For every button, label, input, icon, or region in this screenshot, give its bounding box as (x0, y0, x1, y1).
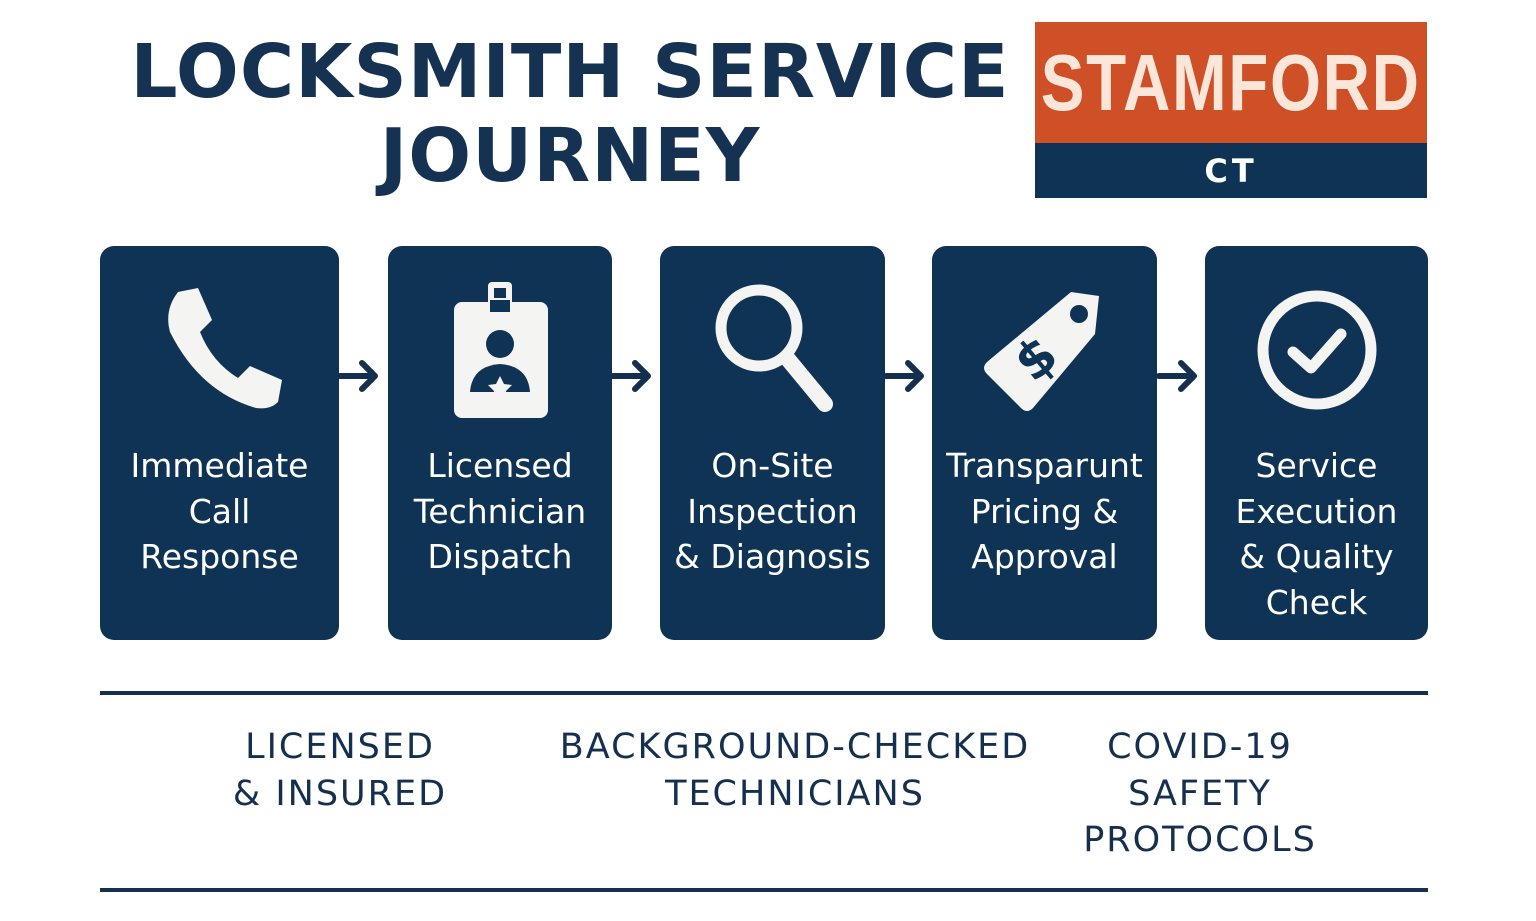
magnifier-icon (660, 280, 885, 420)
step-label-line: & Quality (1239, 537, 1394, 576)
feature-line: SAFETY (1128, 773, 1272, 814)
feature-line: LICENSED (245, 727, 435, 767)
step-label-line: Technician (413, 491, 587, 531)
step-label: Transparunt Pricing & Approval (936, 443, 1153, 580)
step-label-line: Dispatch (427, 537, 573, 576)
price-tag-icon: $ (932, 280, 1157, 420)
page-title: LOCKSMITH SERVICE JOURNEY (100, 30, 1040, 198)
step-label-line: Inspection (687, 491, 858, 531)
step-label-line: & Diagnosis (674, 537, 871, 576)
step-label: On-Site Inspection & Diagnosis (664, 443, 881, 580)
step-label-line: Service (1255, 446, 1378, 485)
feature-line: BACKGROUND-CHECKED (559, 727, 1031, 767)
arrow-right-icon (338, 360, 378, 392)
arrow-right-icon (1157, 360, 1197, 392)
title-line-2: JOURNEY (379, 113, 761, 199)
check-circle-icon (1205, 280, 1428, 420)
step-label: Service Execution & Quality Check (1209, 443, 1424, 625)
location-badge: STAMFORD CT (1035, 22, 1427, 198)
step-label-line: Transparunt (946, 446, 1143, 485)
step-label: Licensed Technician Dispatch (392, 443, 608, 580)
step-card-call-response: Immediate Call Response (100, 246, 339, 640)
divider-bottom (100, 888, 1428, 892)
badge-city: STAMFORD (1035, 22, 1427, 143)
id-badge-icon (388, 280, 612, 420)
feature-line: COVID-19 (1107, 727, 1293, 767)
step-label-line: Pricing & (970, 491, 1119, 531)
step-label: Immediate Call Response (104, 443, 335, 580)
badge-state: CT (1035, 143, 1427, 198)
feature-licensed-insured: LICENSED & INSURED (190, 724, 490, 817)
step-card-technician-dispatch: Licensed Technician Dispatch (388, 246, 612, 640)
step-label-line: Check (1265, 582, 1368, 622)
step-label-line: Response (140, 537, 299, 576)
feature-line: PROTOCOLS (1083, 820, 1317, 860)
step-label-line: On-Site (711, 446, 834, 485)
step-label-line: Call (188, 491, 251, 531)
feature-line: TECHNICIANS (665, 773, 925, 814)
arrow-right-icon (884, 360, 924, 392)
step-card-pricing: $ Transparunt Pricing & Approval (932, 246, 1157, 640)
step-label-line: Execution (1235, 491, 1398, 531)
arrow-right-icon (611, 360, 651, 392)
step-card-inspection: On-Site Inspection & Diagnosis (660, 246, 885, 640)
step-label-line: Approval (971, 537, 1118, 576)
phone-icon (100, 280, 339, 420)
badge-city-text: STAMFORD (1041, 37, 1421, 127)
feature-line: & INSURED (232, 773, 448, 814)
step-label-line: Licensed (427, 446, 573, 485)
divider-top (100, 691, 1428, 695)
title-line-1: LOCKSMITH SERVICE (130, 29, 1010, 115)
feature-covid-safety: COVID-19 SAFETY PROTOCOLS (1050, 724, 1350, 864)
step-label-line: Immediate (130, 446, 309, 485)
step-card-quality-check: Service Execution & Quality Check (1205, 246, 1428, 640)
feature-background-checked: BACKGROUND-CHECKED TECHNICIANS (545, 724, 1045, 817)
